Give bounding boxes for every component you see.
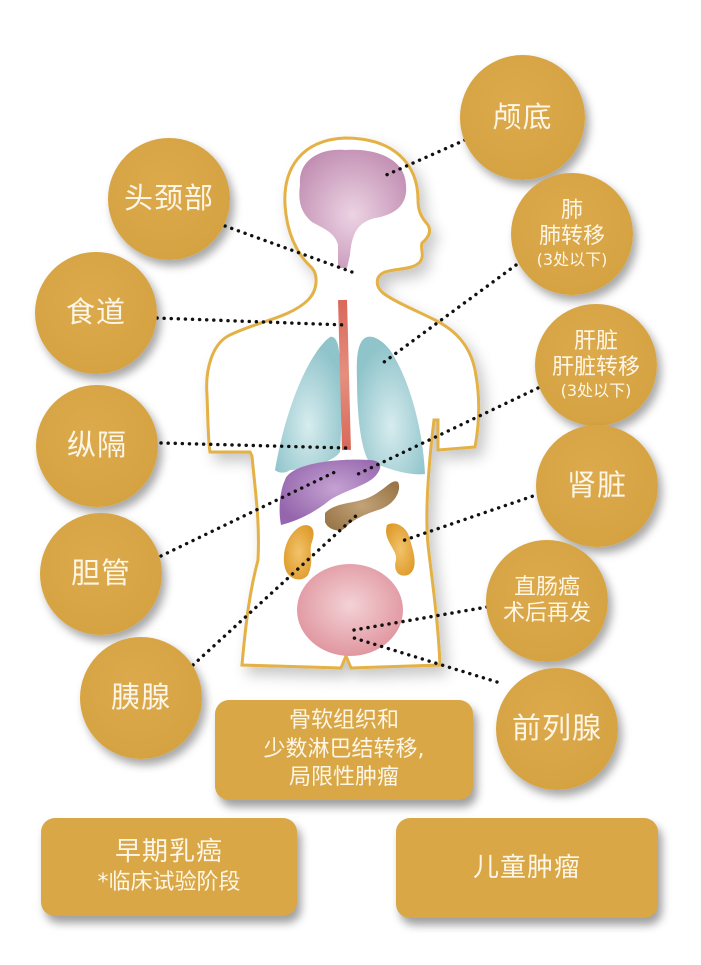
label-note: (3处以下): [536, 250, 608, 270]
label-mediastinum: 纵隔: [36, 385, 158, 507]
label-esophagus: 食道: [35, 252, 157, 374]
label-text: 术后再发: [502, 601, 591, 626]
label-bile-duct: 胆管: [40, 513, 162, 635]
label-text: 前列腺: [511, 711, 602, 746]
left-kidney: [283, 525, 314, 580]
right-lung: [356, 336, 425, 475]
leader-lines: [155, 138, 541, 684]
label-text: 肾脏: [566, 468, 627, 503]
label-rectal-recurrence: 直肠癌 术后再发: [486, 540, 608, 662]
label-text: 肺: [560, 197, 583, 223]
left-lung: [275, 336, 342, 473]
esophagus: [338, 299, 351, 451]
label-pancreas: 胰腺: [80, 637, 202, 759]
label-text: 胆管: [70, 556, 131, 591]
label-text: 肝脏转移: [551, 355, 640, 380]
label-text: 肝脏: [573, 328, 618, 354]
label-note: *临床试验阶段: [97, 869, 241, 895]
label-text: 胰腺: [110, 680, 171, 715]
brain: [299, 149, 407, 268]
label-skull-base: 颅底: [460, 55, 585, 180]
label-text: 颅底: [492, 99, 553, 134]
label-prostate: 前列腺: [496, 668, 618, 790]
label-text: 少数淋巴结转移,: [263, 736, 425, 762]
label-kidney: 肾脏: [536, 425, 658, 547]
label-lung: 肺 肺转移 (3处以下): [511, 173, 633, 295]
label-bone-soft-tissue: 骨软组织和 少数淋巴结转移, 局限性肿瘤: [215, 700, 473, 800]
label-text: 早期乳癌: [114, 837, 223, 868]
label-text: 直肠癌: [513, 574, 580, 600]
label-text: 肺转移: [538, 224, 605, 249]
right-kidney: [386, 523, 415, 576]
label-text: 骨软组织和: [288, 708, 399, 734]
liver: [279, 459, 381, 525]
pancreas: [325, 481, 400, 531]
label-text: 头颈部: [123, 181, 214, 216]
label-note: (3处以下): [560, 381, 632, 401]
label-early-breast-cancer: 早期乳癌 *临床试验阶段: [41, 818, 297, 916]
label-pediatric-tumors: 儿童肿瘤: [396, 818, 658, 918]
bladder: [297, 564, 403, 656]
label-text: 纵隔: [66, 428, 127, 463]
label-text: 食道: [65, 295, 126, 330]
label-text: 儿童肿瘤: [472, 852, 581, 883]
label-liver: 肝脏 肝脏转移 (3处以下): [535, 304, 657, 426]
label-text: 局限性肿瘤: [288, 765, 399, 791]
label-head-neck: 头颈部: [108, 138, 230, 260]
